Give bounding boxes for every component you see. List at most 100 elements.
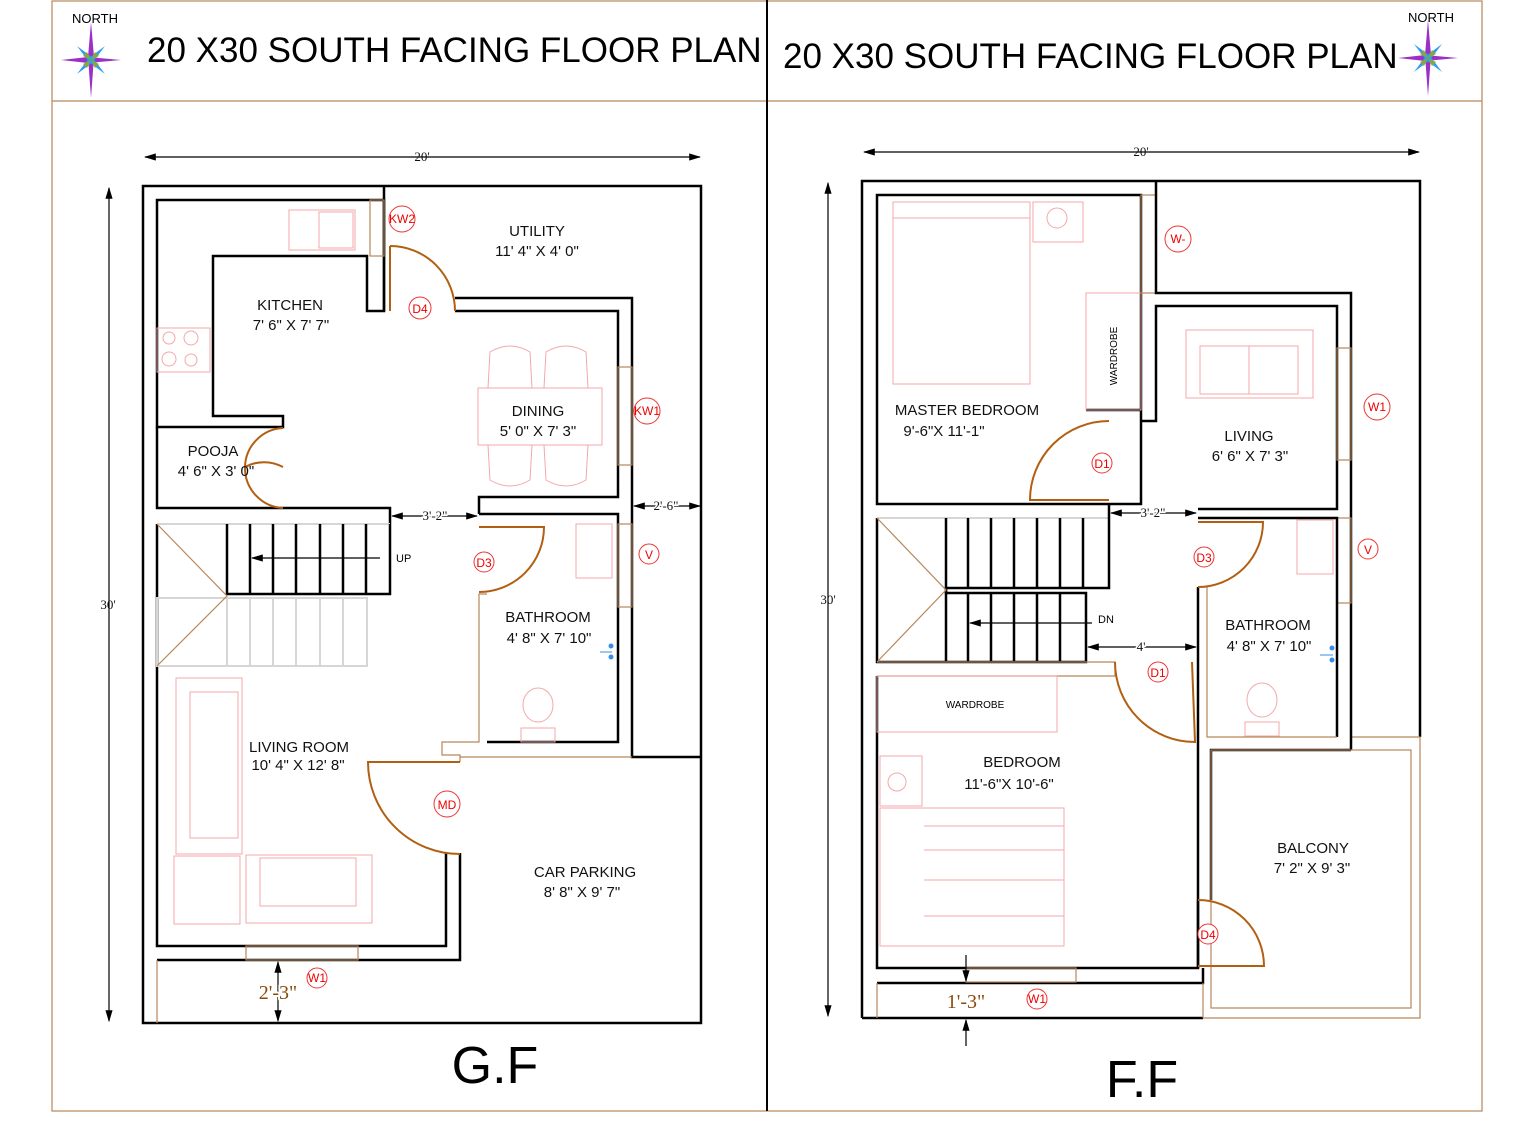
dining-inner-wall [455, 309, 620, 514]
bathroom-walls [1198, 516, 1339, 737]
balcony-railing [1210, 749, 1412, 1009]
living-walls [1141, 304, 1339, 511]
svg-text:D4: D4 [1200, 928, 1216, 942]
door-d4 [389, 245, 456, 312]
svg-text:W1: W1 [308, 971, 326, 985]
tag-w1: W1 [1026, 988, 1048, 1010]
north-label: NORTH [72, 11, 118, 26]
tag-d1: D1 [1091, 452, 1113, 474]
window-kw1 [617, 366, 633, 466]
room-name: BATHROOM [1225, 617, 1311, 634]
room-size: 8' 8" X 9' 7" [544, 884, 620, 901]
main-door [366, 761, 461, 855]
north-compass-right: NORTH [1398, 10, 1458, 96]
tag-d1: D1 [1147, 661, 1169, 683]
window-w1 [245, 945, 359, 961]
tap-icon [600, 643, 614, 660]
depth-dimension: 30' [820, 592, 835, 607]
svg-text:D3: D3 [1196, 551, 1212, 565]
living-walls [155, 524, 448, 948]
compass-icon [1398, 20, 1458, 96]
pooja-double-door [243, 427, 284, 509]
svg-text:W-: W- [1170, 232, 1185, 246]
plot-boundary [860, 179, 1422, 1018]
door-d1-bedroom [1114, 661, 1197, 744]
room-size: 7' 6" X 7' 7" [253, 317, 329, 334]
tag-w: W- [1164, 225, 1192, 253]
passage-dimension: 3'-2" [1141, 505, 1166, 520]
tag-kw1: KW1 [633, 397, 661, 425]
room-size: 10' 4" X 12' 8" [251, 757, 344, 774]
north-label: NORTH [1408, 10, 1454, 25]
front-dimension: 2'-3" [259, 982, 297, 1004]
room-size: 11'-6"X 10'-6" [964, 776, 1053, 793]
door-d4 [1197, 899, 1266, 967]
first-floor-plan: 20' 30' WARDROBE [820, 144, 1422, 1109]
stair-down-label: DN [1098, 614, 1114, 626]
tap-icon [1320, 645, 1335, 663]
tag-v: V [638, 543, 660, 565]
tag-w1: W1 [306, 967, 328, 989]
svg-text:KW2: KW2 [389, 212, 415, 226]
width-dimension: 20' [1133, 144, 1148, 159]
bathroom-walls [479, 512, 620, 744]
svg-text:D1: D1 [1150, 666, 1166, 680]
width-dimension: 20' [414, 149, 429, 164]
room-size: 6' 6" X 7' 3" [1212, 448, 1288, 465]
wardrobe [1085, 292, 1142, 411]
window-kw2 [369, 199, 385, 257]
room-name: LIVING ROOM [249, 739, 349, 756]
room-size: 4' 8" X 7' 10" [507, 630, 592, 647]
wardrobe [876, 675, 1058, 733]
tag-d3: D3 [1193, 546, 1215, 568]
living-outer-wall [1154, 181, 1353, 750]
pooja-walls [155, 427, 392, 524]
svg-text:W1: W1 [1368, 400, 1386, 414]
window-v [617, 523, 633, 608]
tag-d4: D4 [408, 296, 432, 320]
room-name: LIVING [1224, 428, 1273, 445]
window-w1 [965, 967, 1077, 983]
room-name: UTILITY [509, 223, 565, 240]
depth-dimension: 30' [100, 597, 115, 612]
window-w1 [1336, 347, 1352, 461]
furniture [156, 209, 613, 925]
door-d3 [1197, 521, 1265, 588]
kitchen-walls [155, 198, 386, 429]
tag-w1: W1 [1363, 393, 1391, 421]
svg-text:V: V [645, 548, 653, 562]
room-name: BEDROOM [983, 754, 1061, 771]
svg-text:MD: MD [438, 798, 457, 812]
tag-v: V [1357, 538, 1379, 560]
room-name: DINING [512, 403, 565, 420]
wardrobe-label: WARDROBE [946, 700, 1005, 711]
north-compass-left: NORTH [61, 11, 121, 98]
side-dimension: 2'-6" [654, 498, 679, 513]
svg-text:D3: D3 [476, 556, 492, 570]
ground-floor-plan: 20' 30' [100, 149, 703, 1095]
room-size: 7' 2" X 9' 3" [1274, 860, 1350, 877]
floor-label-ff: F.F [1106, 1051, 1178, 1109]
door-d1-master [1028, 420, 1110, 501]
stair-gap-dimension: 4' [1137, 639, 1146, 654]
window-w [1140, 194, 1157, 294]
plot-boundary [141, 184, 703, 1025]
bedroom-walls [875, 676, 1200, 970]
svg-text:D4: D4 [412, 302, 428, 316]
svg-text:D1: D1 [1094, 457, 1110, 471]
room-name: MASTER BEDROOM [895, 402, 1039, 419]
room-size: 9'-6"X 11'-1" [903, 423, 984, 440]
tag-d4: D4 [1197, 923, 1219, 945]
room-size: 4' 6" X 3' 0" [178, 463, 254, 480]
room-name: BALCONY [1277, 840, 1349, 857]
floor-label-gf: G.F [452, 1037, 539, 1095]
furniture [879, 201, 1334, 947]
room-size: 11' 4" X 4' 0" [495, 243, 579, 260]
passage-dimension: 3'-2" [423, 508, 448, 523]
wardrobe-label: WARDROBE [1109, 326, 1120, 385]
tag-kw2: KW2 [388, 205, 416, 233]
stair-up-label: UP [396, 553, 411, 565]
left-title: 20 X30 SOUTH FACING FLOOR PLAN [147, 31, 762, 70]
room-name: BATHROOM [505, 609, 591, 626]
